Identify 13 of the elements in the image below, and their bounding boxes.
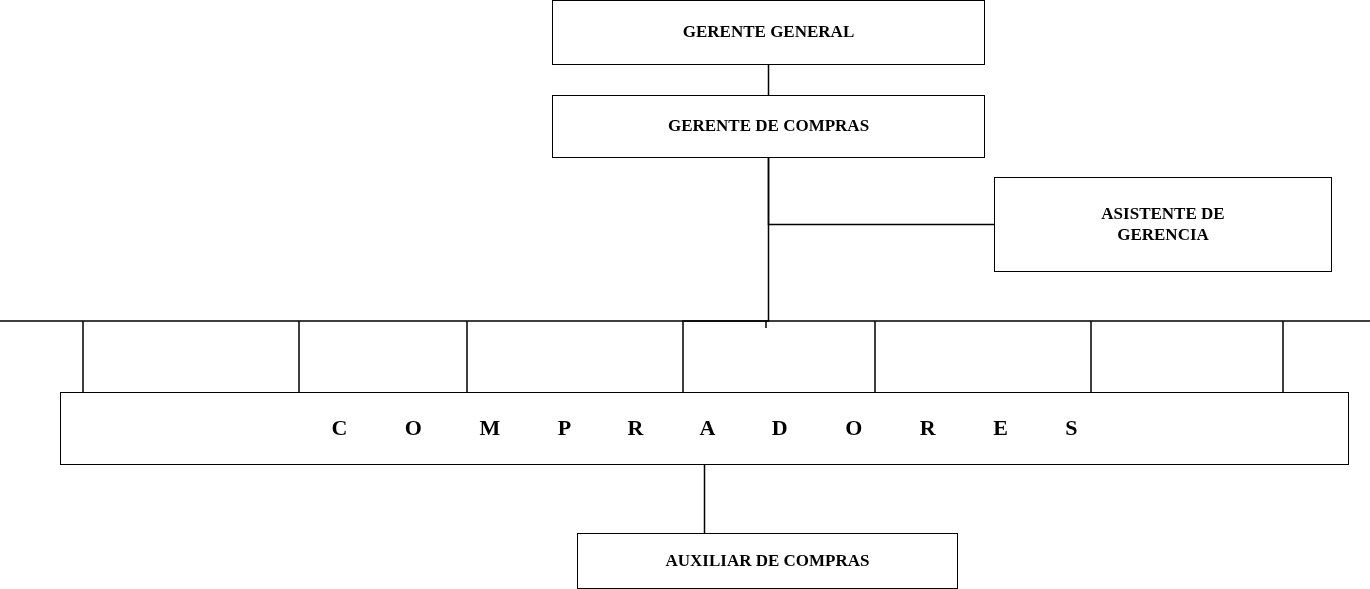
position-title: AUXILIAR DE COMPRAS (665, 550, 870, 572)
position-title: ASISTENTE DE GERENCIA (1100, 204, 1226, 245)
org-box (60, 392, 1349, 465)
position-title: C O M P R A D O R E S (331, 415, 1078, 442)
position-title: GERENTE DE COMPRAS (667, 116, 870, 137)
org-box (552, 95, 985, 158)
position-title: GERENTE GENERAL (682, 22, 855, 43)
connector-line (703, 464, 706, 534)
org-box (994, 177, 1332, 272)
connector-line (767, 64, 770, 96)
org-box (552, 0, 985, 65)
bus-connector (682, 157, 770, 393)
org-box (577, 533, 958, 589)
